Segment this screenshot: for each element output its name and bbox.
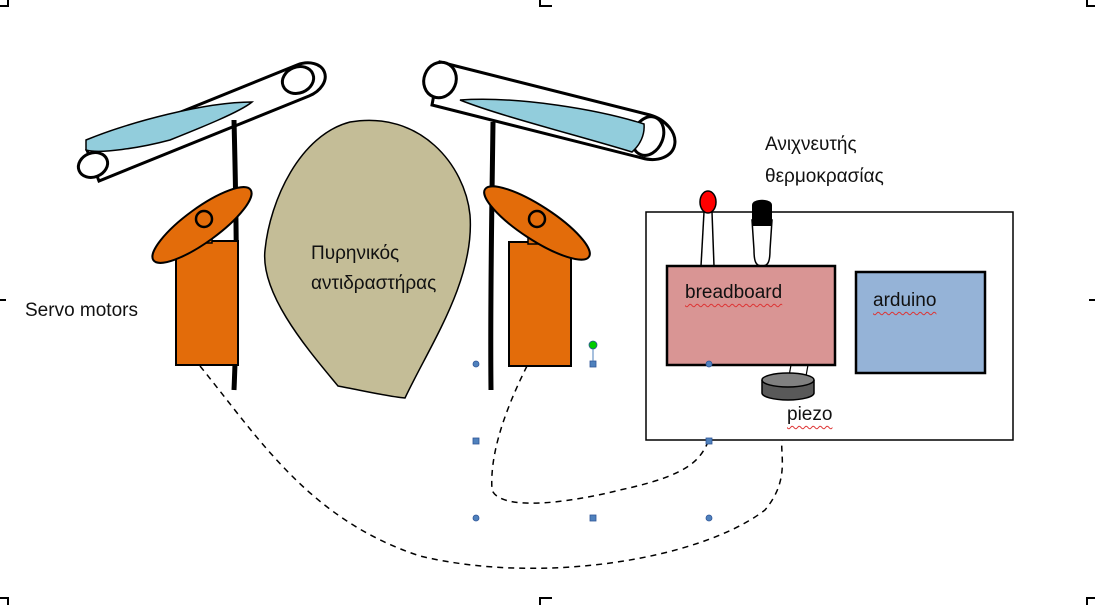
breadboard-label: breadboard bbox=[685, 282, 783, 303]
arduino-board bbox=[854, 270, 987, 375]
selection-handle[interactable] bbox=[705, 360, 713, 368]
rotate-handle[interactable] bbox=[588, 340, 598, 350]
led-icon bbox=[699, 190, 717, 267]
temperature-sensor-label-line1: Ανιχνευτής bbox=[765, 134, 857, 155]
selection-handles[interactable] bbox=[472, 360, 713, 522]
right-support-pole bbox=[488, 121, 496, 391]
left-servo-wire bbox=[199, 365, 784, 570]
selection-handle[interactable] bbox=[705, 514, 713, 522]
breadboard bbox=[665, 264, 837, 367]
left-servo-motor bbox=[151, 186, 253, 366]
selection-handle[interactable] bbox=[472, 360, 480, 368]
arduino-label: arduino bbox=[873, 290, 937, 311]
selection-handle[interactable] bbox=[705, 437, 713, 445]
left-solar-tube bbox=[76, 61, 327, 183]
right-servo-wire bbox=[491, 365, 710, 504]
right-solar-tube bbox=[422, 60, 677, 161]
piezo-buzzer-icon bbox=[761, 364, 815, 401]
servo-motors-label: Servo motors bbox=[25, 300, 138, 321]
selection-handle[interactable] bbox=[589, 514, 597, 522]
reactor-label-line2: αντιδραστήρας bbox=[311, 273, 437, 294]
reactor-label-line1: Πυρηνικός bbox=[311, 243, 400, 264]
selection-handle[interactable] bbox=[472, 437, 480, 445]
temperature-sensor-label-line2: θερμοκρασίας bbox=[765, 166, 884, 187]
selection-handle[interactable] bbox=[589, 360, 597, 368]
selection-handle[interactable] bbox=[472, 514, 480, 522]
piezo-label: piezo bbox=[787, 404, 833, 425]
right-servo-motor bbox=[483, 185, 591, 367]
nuclear-reactor-shape bbox=[264, 119, 472, 399]
temperature-sensor-icon bbox=[751, 199, 773, 267]
